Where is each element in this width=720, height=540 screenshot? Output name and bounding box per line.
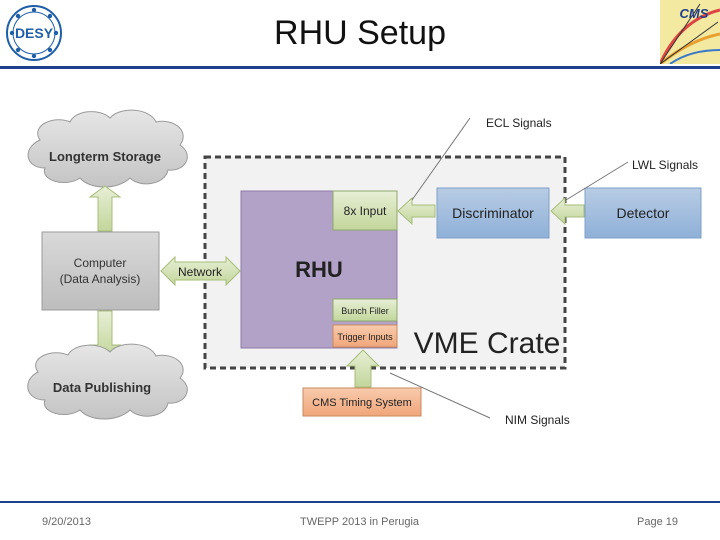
longterm-storage-label: Longterm Storage xyxy=(49,149,161,164)
ecl-callout-line xyxy=(411,117,471,201)
slide-title: RHU Setup xyxy=(274,14,446,52)
cms-logo: CMS xyxy=(658,0,720,66)
discriminator-label: Discriminator xyxy=(452,205,534,221)
footer-page-number: Page 19 xyxy=(637,516,678,528)
footer-rule xyxy=(0,501,720,503)
data-publishing-cloud: Data Publishing xyxy=(27,343,188,420)
vme-crate-label: VME Crate xyxy=(414,327,561,360)
computer-box xyxy=(41,231,160,311)
ecl-signals-label: ECL Signals xyxy=(486,116,552,130)
cms-logo-text: CMS xyxy=(680,6,709,21)
bunch-filler-box xyxy=(332,298,398,322)
detector-label: Detector xyxy=(617,205,670,221)
arrow-to-input xyxy=(397,196,436,226)
desy-logo: DESY xyxy=(3,3,65,63)
arrow-to-discriminator xyxy=(550,196,585,226)
input-8x-box xyxy=(332,190,398,231)
input-8x-label: 8x Input xyxy=(344,204,387,218)
desy-logo-text: DESY xyxy=(15,25,54,41)
trigger-inputs-box xyxy=(332,324,398,348)
longterm-storage-cloud: Longterm Storage xyxy=(27,109,188,188)
nim-signals-label: NIM Signals xyxy=(505,413,570,427)
footer-event: TWEPP 2013 in Perugia xyxy=(300,516,420,528)
header-rule xyxy=(0,66,720,69)
lwl-signals-label: LWL Signals xyxy=(632,158,698,172)
arrow-to-storage xyxy=(88,185,122,232)
cms-timing-label: CMS Timing System xyxy=(312,397,412,409)
bunch-filler-label: Bunch Filler xyxy=(341,306,389,316)
footer-date: 9/20/2013 xyxy=(42,516,91,528)
network-label: Network xyxy=(178,265,223,279)
computer-label-line1: Computer xyxy=(74,256,127,270)
data-publishing-label: Data Publishing xyxy=(53,380,151,395)
arrow-to-trigger xyxy=(345,349,381,388)
detector-box xyxy=(584,187,702,239)
lwl-callout-line xyxy=(565,161,629,201)
computer-label-line2: (Data Analysis) xyxy=(60,272,141,286)
network-arrow xyxy=(160,255,241,287)
rhu-label: RHU xyxy=(295,257,343,282)
cms-timing-box xyxy=(302,387,422,417)
discriminator-box xyxy=(436,187,550,239)
trigger-inputs-label: Trigger Inputs xyxy=(337,332,393,342)
nim-callout-line xyxy=(389,372,491,419)
